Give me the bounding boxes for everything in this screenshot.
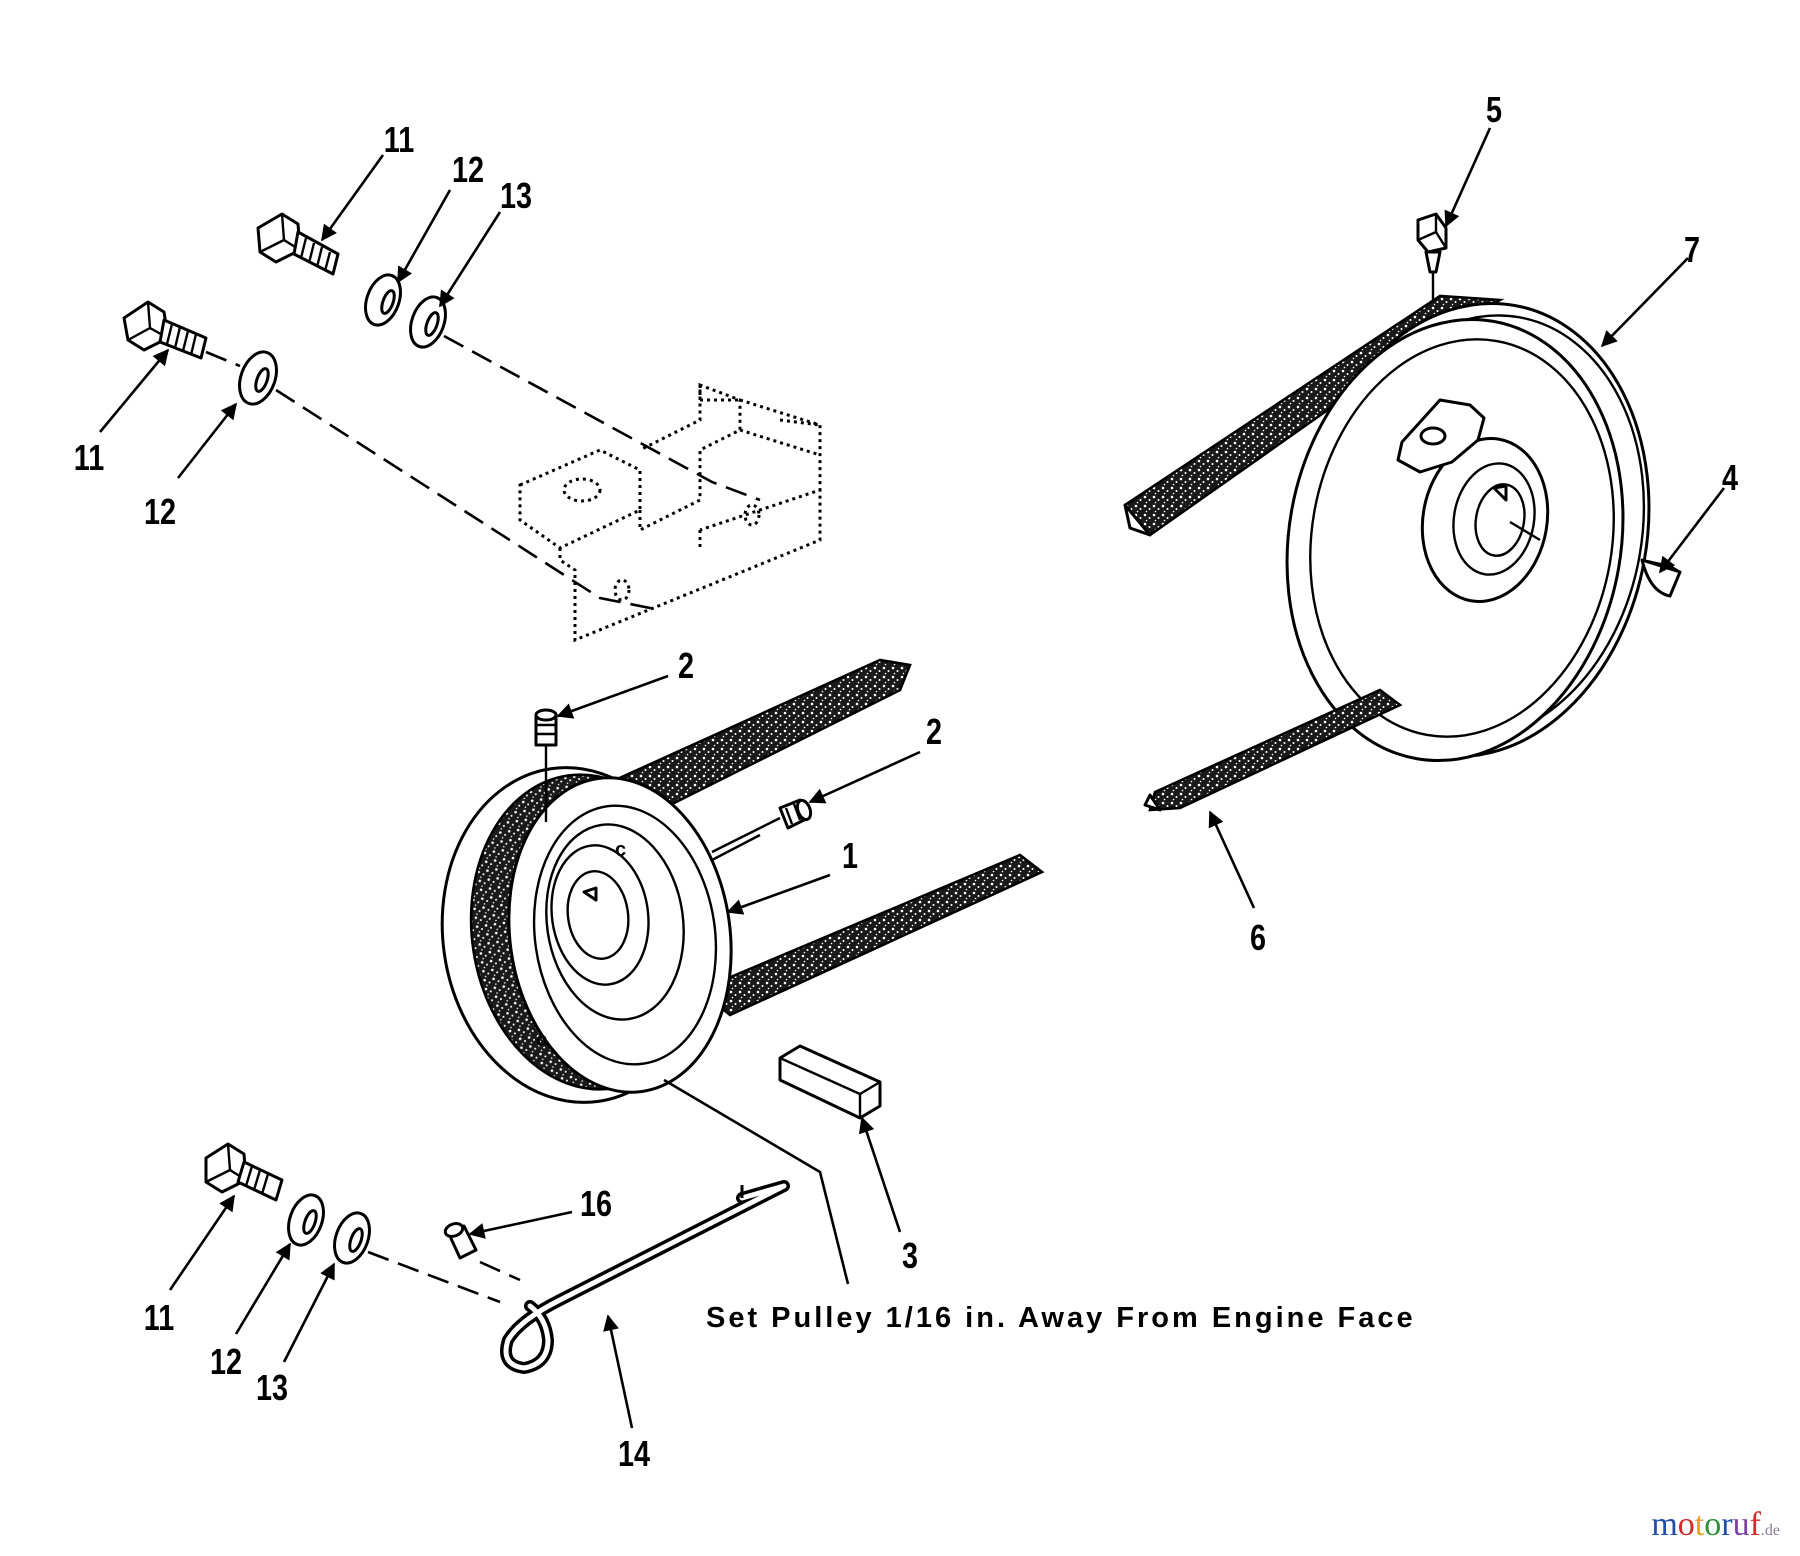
callout-13-upper: 13	[500, 175, 532, 216]
pulley-key	[778, 1044, 882, 1120]
set-screw-5	[1416, 212, 1448, 300]
callout-3: 3	[902, 1235, 918, 1276]
assembly-line-middle	[205, 350, 661, 612]
drive-pulley: c c	[440, 658, 1045, 1104]
lock-washer-middle	[238, 350, 278, 406]
woodruff-key	[1640, 558, 1682, 598]
callout-13-lower: 13	[256, 1367, 288, 1408]
callout-12-lower: 12	[210, 1341, 242, 1382]
lock-washer-upper	[364, 273, 402, 327]
callout-1: 1	[842, 835, 858, 876]
callout-16: 16	[580, 1183, 612, 1224]
flat-washer-lower	[333, 1211, 371, 1265]
set-screw-top	[534, 708, 558, 822]
watermark-brand: motoruf	[1651, 1506, 1761, 1543]
callout-11-lower: 11	[144, 1297, 174, 1338]
flat-washer-upper	[409, 295, 447, 349]
svg-text:c: c	[615, 839, 626, 861]
callouts: 11 12 13 11 12 5 7 4 2 2 1 6 3 16 11 12 …	[74, 89, 1738, 1474]
watermark-tld: .de	[1760, 1522, 1780, 1539]
set-screw-16	[443, 1222, 521, 1282]
callout-12-upper: 12	[452, 149, 484, 190]
mounting-bracket	[518, 382, 822, 643]
driven-pulley	[1123, 294, 1651, 812]
callout-6: 6	[1250, 917, 1266, 958]
svg-text:c: c	[536, 1029, 547, 1051]
set-screw-side	[711, 798, 813, 854]
callout-11-middle: 11	[74, 437, 104, 478]
lock-washer-lower	[287, 1193, 325, 1247]
callout-14: 14	[618, 1433, 650, 1474]
assembly-line-lower	[367, 1250, 501, 1304]
watermark-logo: motoruf.de	[1651, 1506, 1780, 1544]
adjustment-rod	[500, 1180, 790, 1374]
callout-12-middle: 12	[144, 491, 176, 532]
bolt-lower	[204, 1142, 284, 1202]
callout-7: 7	[1684, 229, 1700, 270]
callout-2-side: 2	[926, 711, 942, 752]
leader-lines	[98, 127, 1726, 1429]
callout-5: 5	[1486, 89, 1502, 130]
callout-2-top: 2	[678, 645, 694, 686]
bolt-middle	[122, 300, 208, 360]
bolt-upper	[256, 212, 340, 276]
callout-4: 4	[1722, 457, 1738, 498]
pulley-setting-note: Set Pulley 1/16 in. Away From Engine Fac…	[706, 1302, 1416, 1334]
assembly-line-upper	[443, 334, 761, 502]
callout-11-upper: 11	[384, 119, 414, 160]
